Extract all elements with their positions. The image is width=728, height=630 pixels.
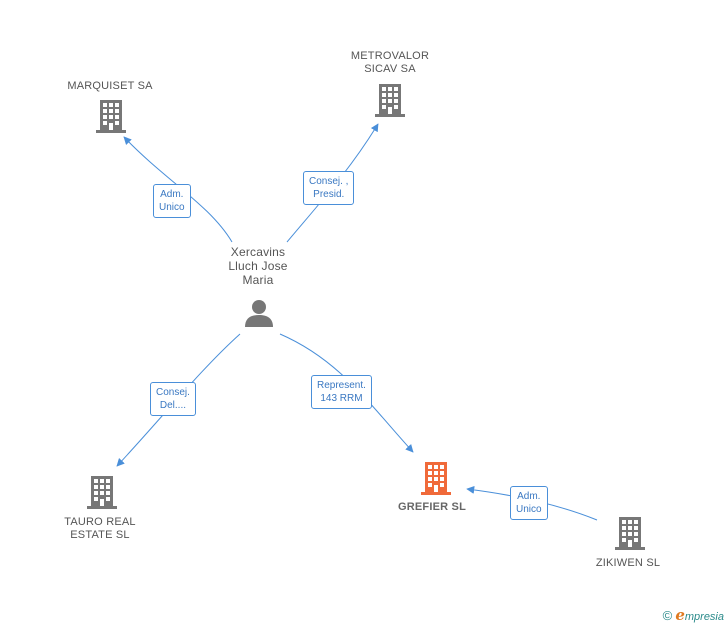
building-icon[interactable] bbox=[96, 100, 126, 133]
building-icon[interactable] bbox=[421, 462, 451, 495]
brand-watermark: © empresia bbox=[663, 606, 724, 624]
edge-label-marquiset: Adm. Unico bbox=[153, 184, 191, 218]
edge-label-tauro: Consej. Del.... bbox=[150, 382, 196, 416]
edge-label-metrovalor: Consej. , Presid. bbox=[303, 171, 355, 205]
brand-logo-text: mpresia bbox=[684, 611, 724, 623]
node-label-tauro[interactable]: TAURO REAL ESTATE SL bbox=[64, 516, 136, 541]
node-label-metrovalor[interactable]: METROVALOR SICAV SA bbox=[350, 50, 430, 75]
edge-label-zikiwen: Adm. Unico bbox=[510, 486, 548, 520]
node-label-zikiwen[interactable]: ZIKIWEN SL bbox=[595, 557, 661, 569]
brand-logo-initial: e bbox=[675, 606, 685, 624]
edge-label-grefier: Represent. 143 RRM bbox=[311, 375, 372, 409]
building-icon[interactable] bbox=[615, 517, 645, 550]
person-icon[interactable] bbox=[245, 300, 273, 327]
copyright-symbol: © bbox=[662, 608, 673, 623]
node-label-person[interactable]: Xercavins Lluch Jose Maria bbox=[228, 245, 288, 287]
node-label-grefier[interactable]: GREFIER SL bbox=[397, 501, 466, 513]
building-icon[interactable] bbox=[87, 476, 117, 509]
node-label-marquiset[interactable]: MARQUISET SA bbox=[67, 80, 153, 92]
building-icon[interactable] bbox=[375, 84, 405, 117]
